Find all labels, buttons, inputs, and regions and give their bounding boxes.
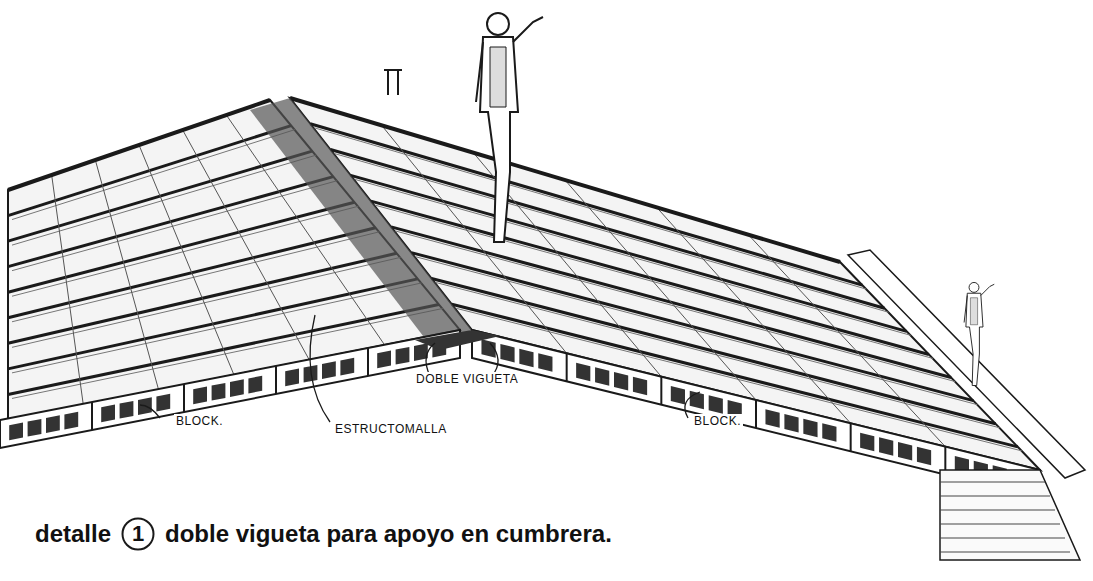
block-joint xyxy=(660,377,662,405)
mesh-rod xyxy=(382,125,567,353)
block-cell xyxy=(248,376,262,394)
block-cell xyxy=(212,383,226,401)
block-cell xyxy=(156,394,170,412)
block-cell xyxy=(9,423,23,441)
block-cell xyxy=(120,401,134,419)
block-cell xyxy=(917,447,931,466)
block-cell xyxy=(101,405,115,423)
block-cell xyxy=(230,379,244,397)
block-cell xyxy=(898,442,912,461)
block-joint xyxy=(367,348,369,376)
wall-course xyxy=(940,538,1065,539)
mesh-rod xyxy=(139,145,234,375)
wall-course xyxy=(940,482,1045,483)
wall-course xyxy=(940,510,1055,511)
block-cell xyxy=(377,351,391,369)
callout-circle: 1 xyxy=(121,517,155,551)
wall-course xyxy=(940,496,1050,497)
block-cell xyxy=(633,377,647,396)
caption-text: doble vigueta para apoyo en cumbrera. xyxy=(165,520,612,548)
vent-pipe xyxy=(384,70,402,95)
part-name: DOBLE VIGUETA xyxy=(414,372,520,386)
block-joint xyxy=(275,366,277,394)
block-cell xyxy=(500,344,514,363)
joist-edge xyxy=(12,232,380,322)
joist-edge xyxy=(12,155,316,245)
formwork-board xyxy=(848,250,1085,478)
block-cell xyxy=(538,353,552,372)
block-joint xyxy=(755,400,757,428)
part-name: BLOCK. xyxy=(174,414,225,428)
block-cell xyxy=(396,347,410,365)
ridge-mesh xyxy=(250,98,472,345)
mesh-rod xyxy=(748,235,945,447)
block-cell xyxy=(671,386,685,405)
block-cell xyxy=(576,363,590,382)
block-cell xyxy=(803,419,817,438)
double-joist xyxy=(415,330,500,350)
block-cell xyxy=(340,358,354,376)
block-cell xyxy=(46,415,60,433)
block-joint xyxy=(850,423,852,451)
block-cell xyxy=(822,423,836,442)
worker xyxy=(476,13,543,242)
joist-edge xyxy=(12,181,337,271)
callout-number: 1 xyxy=(132,521,144,547)
block-joint xyxy=(566,353,568,381)
part-name: BLOCK. xyxy=(692,414,743,428)
block-band xyxy=(0,330,460,448)
caption-text: detalle xyxy=(35,520,111,548)
mesh-rod xyxy=(95,160,158,390)
worker xyxy=(964,282,994,385)
block-joint xyxy=(183,384,185,412)
block-cell xyxy=(860,433,874,452)
mesh-rod xyxy=(52,175,84,405)
wall xyxy=(940,470,1080,560)
joist-edge xyxy=(12,257,401,347)
block-cell xyxy=(285,369,299,387)
block-cell xyxy=(193,387,207,405)
block-cell xyxy=(765,409,779,428)
block-cell xyxy=(595,367,609,386)
part-name: ESTRUCTOMALLA xyxy=(333,422,449,436)
block-cell xyxy=(879,437,893,456)
leader-line xyxy=(310,315,330,422)
block-cell xyxy=(28,419,42,437)
block-joint xyxy=(91,402,93,430)
mesh-rod xyxy=(183,130,310,360)
wall-course xyxy=(940,524,1060,525)
block-cell xyxy=(709,395,723,414)
block-joint xyxy=(0,420,1,448)
block-cell xyxy=(64,412,78,430)
edge-rod xyxy=(8,100,270,190)
block-cell xyxy=(519,349,533,368)
leader-line xyxy=(140,405,160,418)
wall-course xyxy=(940,552,1070,553)
block-cell xyxy=(322,361,336,379)
block-cell xyxy=(614,372,628,391)
block-cell xyxy=(784,414,798,433)
joist-edge xyxy=(12,206,358,296)
